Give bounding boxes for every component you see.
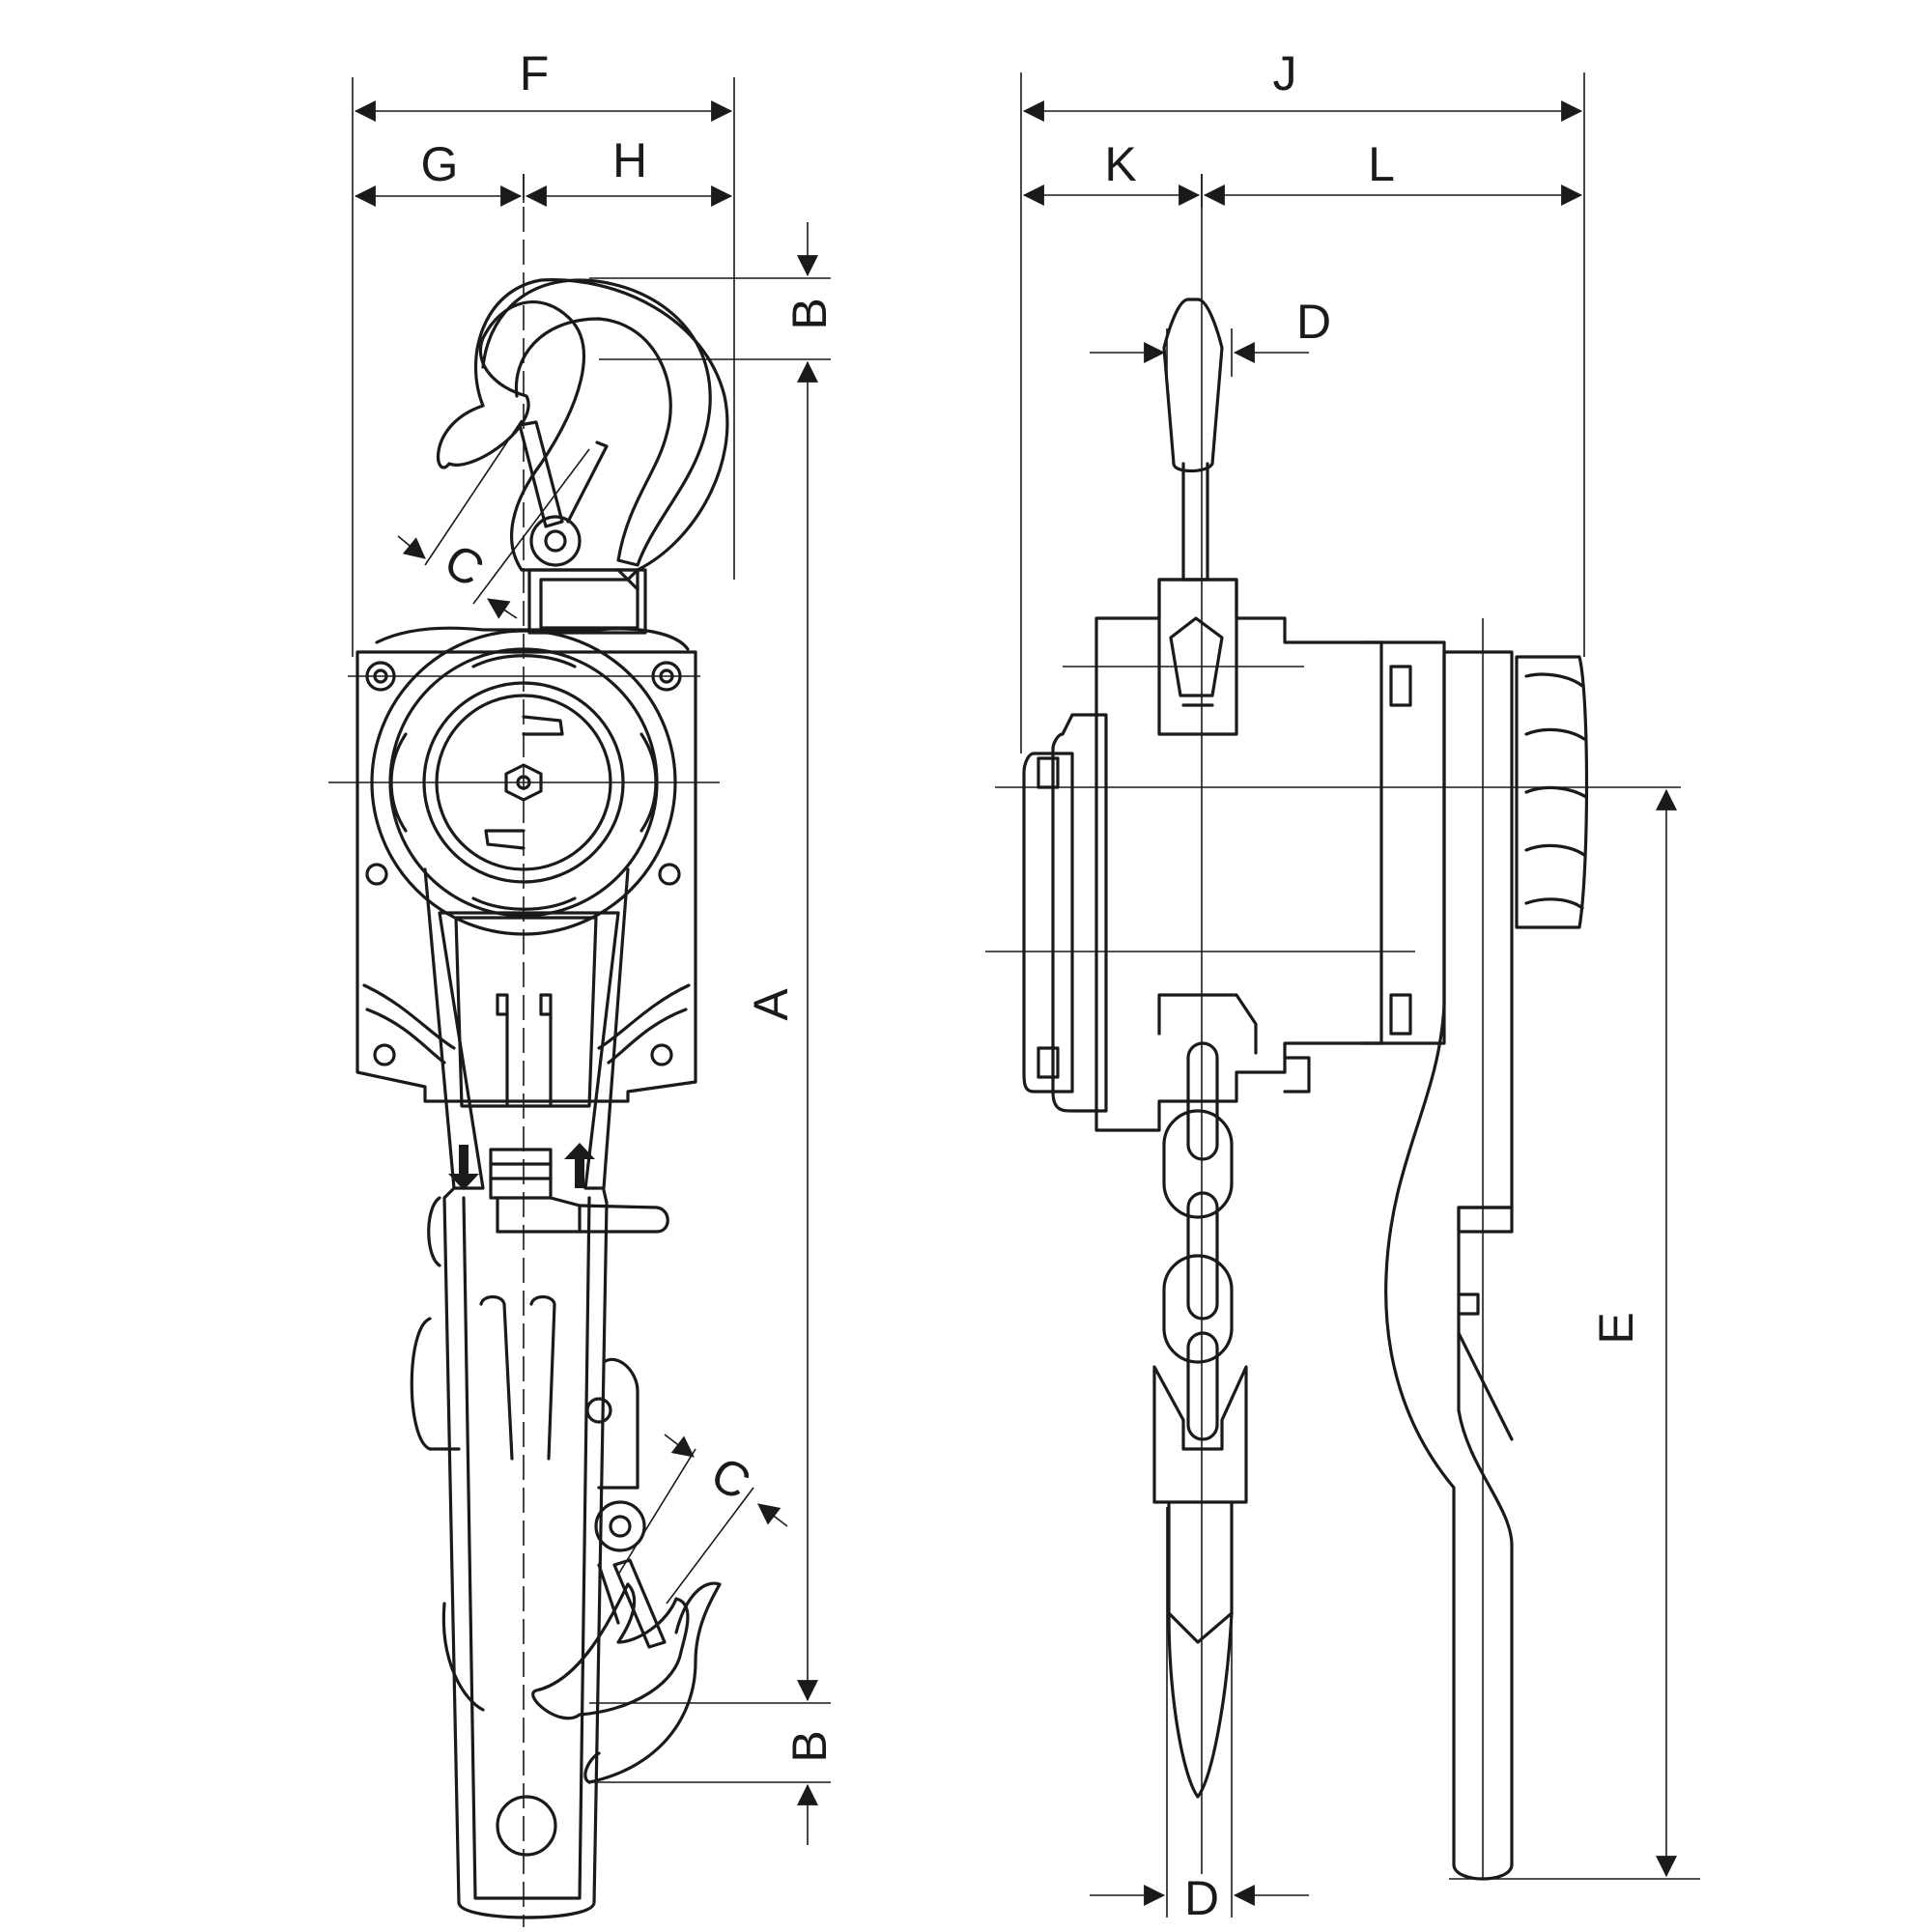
up-arrow-icon bbox=[564, 1143, 595, 1188]
label-e: E bbox=[1589, 1312, 1643, 1344]
front-body-housing bbox=[355, 626, 697, 1103]
side-bottom-hook bbox=[1152, 1365, 1248, 1799]
side-top-hook bbox=[1157, 298, 1238, 736]
front-lower-assembly bbox=[410, 1196, 639, 1712]
side-body bbox=[1022, 578, 1446, 1132]
side-view bbox=[985, 174, 1681, 1881]
label-d-bottom: D bbox=[1184, 1871, 1219, 1925]
label-c-top: C bbox=[436, 533, 493, 598]
label-j: J bbox=[1273, 46, 1297, 100]
dimension-lines bbox=[352, 72, 1700, 1918]
down-arrow-icon bbox=[448, 1145, 479, 1190]
label-l: L bbox=[1368, 137, 1395, 191]
label-f: F bbox=[520, 46, 550, 100]
front-bottom-hook bbox=[531, 1500, 722, 1784]
label-d-top: D bbox=[1296, 295, 1331, 349]
dimension-labels: F G H B A B C C J K L D D E bbox=[421, 46, 1643, 1925]
front-top-hook bbox=[437, 278, 729, 635]
label-b-top: B bbox=[782, 298, 837, 329]
side-load-chain bbox=[1162, 1041, 1234, 1441]
label-c-bottom: C bbox=[702, 1446, 759, 1511]
label-a: A bbox=[744, 988, 798, 1021]
label-b-bottom: B bbox=[782, 1730, 837, 1762]
side-lever bbox=[1384, 618, 1514, 1881]
label-g: G bbox=[421, 137, 459, 191]
front-view bbox=[328, 174, 729, 1927]
side-knob bbox=[1515, 655, 1589, 929]
front-lever-handle bbox=[423, 867, 669, 1919]
label-h: H bbox=[612, 133, 647, 187]
label-k: K bbox=[1104, 137, 1136, 191]
